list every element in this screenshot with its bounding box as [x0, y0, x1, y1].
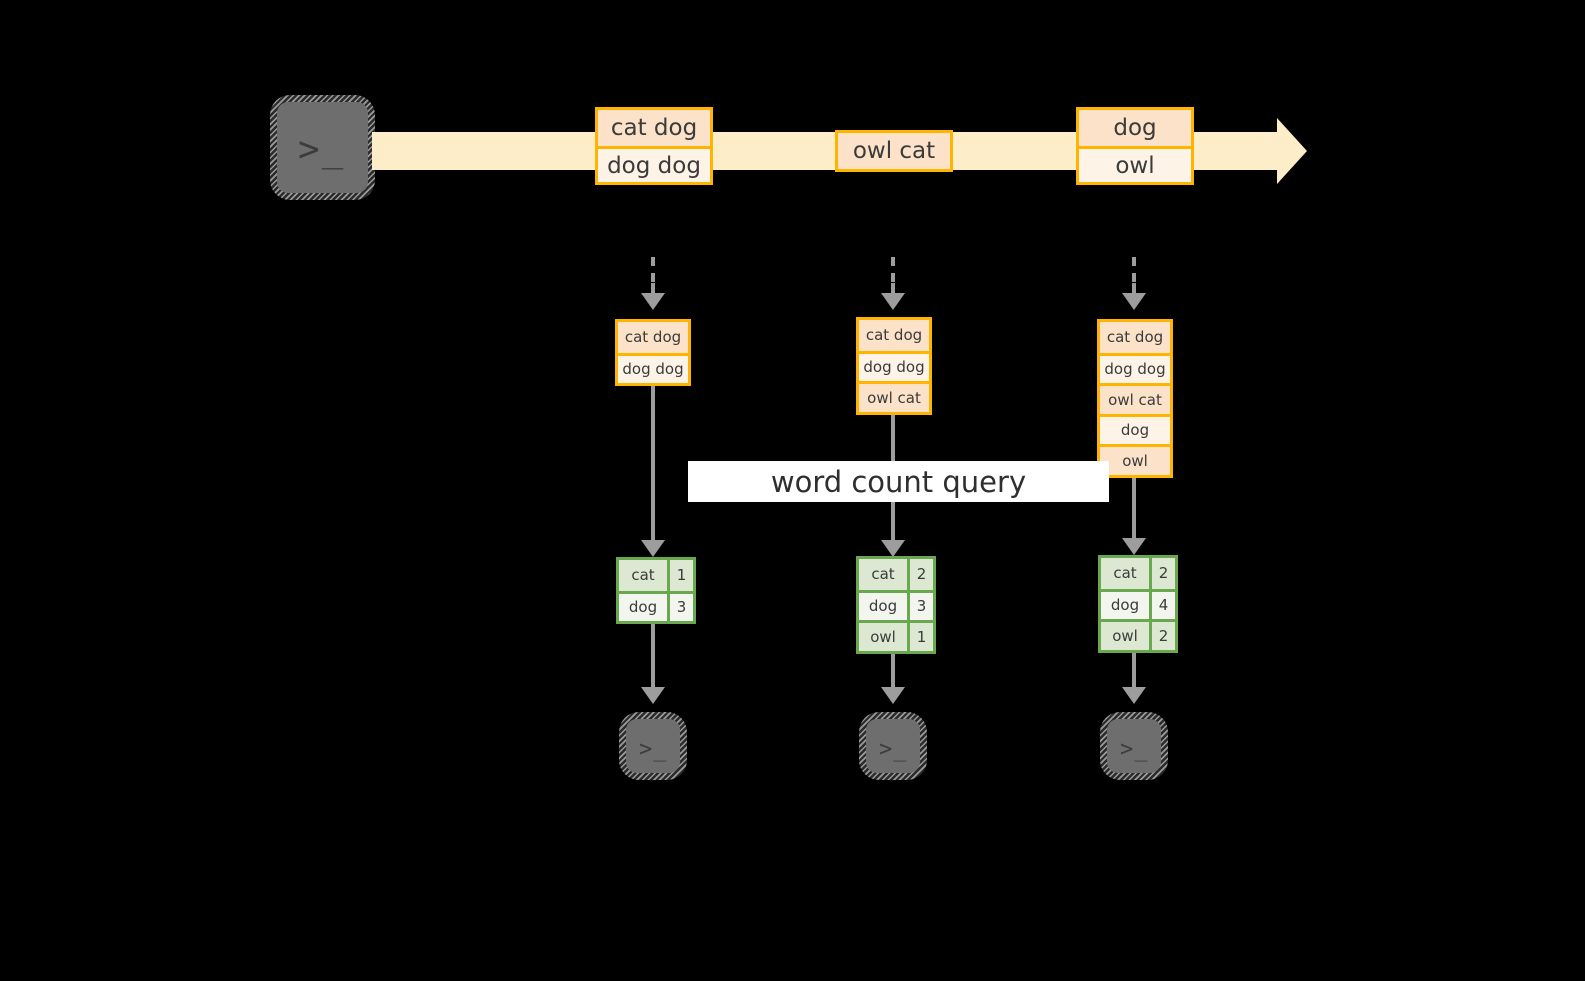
result-count: 2: [1149, 558, 1175, 589]
result-count: 3: [907, 592, 933, 620]
input-row: cat dog: [618, 322, 688, 353]
input-row: dog dog: [1100, 352, 1170, 383]
input-row: owl cat: [1100, 383, 1170, 414]
result-word: owl: [1101, 622, 1149, 650]
result-row: dog 3: [859, 589, 933, 620]
column-3-query-connector-head: [1122, 538, 1146, 555]
column-1-sink-connector-head: [641, 687, 665, 704]
result-count: 2: [907, 559, 933, 590]
column-2-sink-terminal-icon[interactable]: >_: [859, 712, 927, 780]
result-count: 1: [667, 560, 693, 591]
stream-batch-3: dog owl: [1076, 107, 1194, 185]
column-2-result-table: cat 2 dog 3 owl 1: [856, 556, 936, 654]
terminal-prompt-glyph: >_: [879, 737, 908, 762]
stream-record: dog: [1079, 110, 1191, 146]
input-row: cat dog: [859, 320, 929, 351]
result-word: cat: [619, 560, 667, 591]
input-row: dog dog: [618, 352, 688, 383]
result-row: owl 1: [859, 620, 933, 651]
result-row: cat 2: [859, 559, 933, 590]
column-1-sink-terminal-icon[interactable]: >_: [619, 712, 687, 780]
terminal-prompt-glyph: >_: [639, 737, 668, 762]
terminal-prompt-glyph: >_: [298, 129, 346, 170]
trigger-arrow-stem-1: [651, 283, 655, 295]
trigger-arrow-head-1: [641, 293, 665, 310]
stream-record: owl cat: [838, 133, 950, 169]
result-row: owl 2: [1101, 619, 1175, 650]
column-3-sink-terminal-icon[interactable]: >_: [1100, 712, 1168, 780]
column-3-sink-connector-head: [1122, 687, 1146, 704]
column-3-result-table: cat 2 dog 4 owl 2: [1098, 555, 1178, 653]
column-1-query-connector: [651, 385, 655, 545]
trigger-arrow-head-2: [881, 293, 905, 310]
trigger-arrow-stem-2: [891, 283, 895, 295]
column-2-query-connector-head: [881, 540, 905, 557]
stream-record: owl: [1079, 146, 1191, 182]
result-row: cat 1: [619, 560, 693, 591]
column-2-sink-connector: [891, 652, 895, 692]
input-row: owl cat: [859, 381, 929, 412]
input-row: dog dog: [859, 350, 929, 381]
column-2-sink-connector-head: [881, 687, 905, 704]
result-word: dog: [859, 592, 907, 620]
terminal-face: [866, 719, 920, 773]
column-3-input-table: cat dog dog dog owl cat dog owl: [1097, 319, 1173, 478]
result-word: owl: [859, 623, 907, 651]
column-1-input-table: cat dog dog dog: [615, 319, 691, 386]
result-word: cat: [1101, 558, 1149, 589]
result-count: 3: [667, 593, 693, 621]
result-count: 2: [1149, 622, 1175, 650]
stream-batch-1: cat dog dog dog: [595, 107, 713, 185]
query-label: word count query: [688, 461, 1109, 502]
stream-batch-2: owl cat: [835, 130, 953, 172]
terminal-prompt-glyph: >_: [1120, 737, 1149, 762]
trigger-arrow-dash-3: [1132, 257, 1136, 285]
result-word: dog: [619, 593, 667, 621]
stream-record: dog dog: [598, 146, 710, 182]
input-row: dog: [1100, 413, 1170, 444]
query-label-text: word count query: [770, 464, 1027, 499]
stream-arrow-head: [1277, 118, 1307, 184]
input-row: owl: [1100, 444, 1170, 475]
terminal-face: [1107, 719, 1161, 773]
result-row: cat 2: [1101, 558, 1175, 589]
result-word: dog: [1101, 591, 1149, 619]
column-1-sink-connector: [651, 622, 655, 692]
trigger-arrow-head-3: [1122, 293, 1146, 310]
trigger-arrow-dash-1: [651, 257, 655, 285]
input-row: cat dog: [1100, 322, 1170, 353]
column-3-query-connector: [1132, 475, 1136, 545]
result-count: 4: [1149, 591, 1175, 619]
column-1-query-connector-head: [641, 540, 665, 557]
column-2-input-table: cat dog dog dog owl cat: [856, 317, 932, 415]
column-1-result-table: cat 1 dog 3: [616, 557, 696, 624]
trigger-arrow-dash-2: [891, 257, 895, 285]
result-word: cat: [859, 559, 907, 590]
trigger-arrow-stem-3: [1132, 283, 1136, 295]
source-terminal-icon[interactable]: >_: [270, 95, 375, 200]
result-row: dog 4: [1101, 588, 1175, 619]
stream-record: cat dog: [598, 110, 710, 146]
terminal-face: [277, 102, 368, 193]
column-3-sink-connector: [1132, 650, 1136, 692]
result-row: dog 3: [619, 590, 693, 621]
result-count: 1: [907, 623, 933, 651]
terminal-face: [626, 719, 680, 773]
